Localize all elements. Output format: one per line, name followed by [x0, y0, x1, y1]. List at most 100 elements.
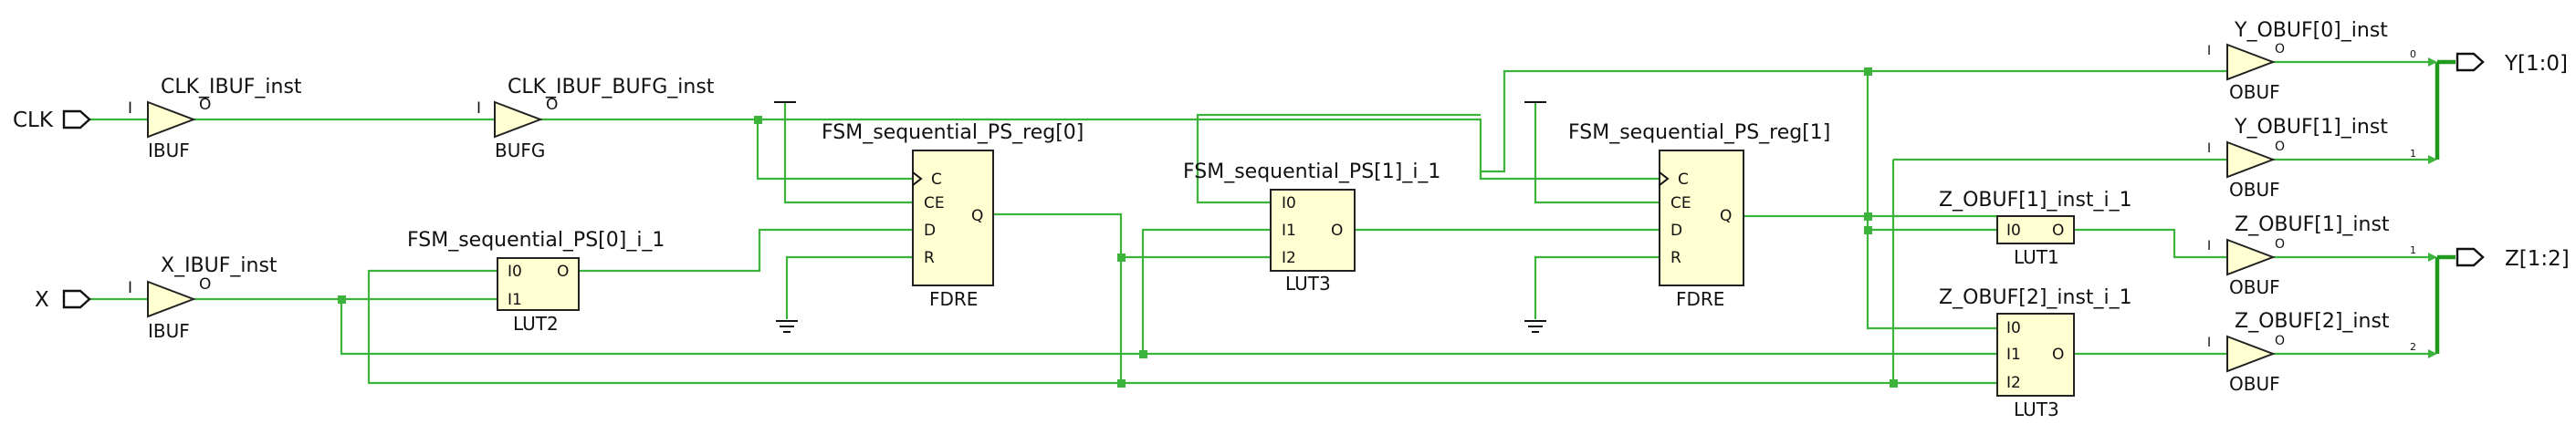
input-port-icon: [62, 289, 91, 309]
net-lut2-to-d0[interactable]: [579, 228, 913, 273]
cell-y1-obuf[interactable]: Y_OBUF[1]_inst I O OBUF: [2207, 116, 2388, 201]
cell-lut3[interactable]: FSM_sequential_PS[1]_i_1 I0 I1 I2 O LUT3: [1183, 160, 1440, 295]
net-ce-reg0[interactable]: [783, 102, 913, 204]
output-port-icon: [2456, 247, 2485, 267]
cell-type: IBUF: [148, 320, 190, 342]
cell-type: OBUF: [2229, 179, 2280, 201]
cell-reg0[interactable]: FSM_sequential_PS_reg[0] C CE D R Q FDRE: [822, 121, 1084, 310]
cell-name: Y_OBUF[0]_inst: [2234, 19, 2388, 42]
cell-name: Z_OBUF[2]_inst: [2235, 310, 2390, 333]
junction-dot: [1117, 254, 1126, 262]
net-ce-reg1[interactable]: [1534, 102, 1660, 204]
buffer-triangle-icon: [2226, 140, 2276, 179]
cell-type: LUT1: [2014, 246, 2059, 268]
cell-name: Z_OBUF[2]_inst_i_1: [1939, 286, 2132, 309]
pin-label: O: [2275, 42, 2285, 57]
bus-bit-z1: 1: [2410, 244, 2416, 256]
port-label-z: Z[1:2]: [2505, 247, 2570, 271]
pin-label: Q: [971, 207, 983, 225]
cell-x-ibuf[interactable]: X_IBUF_inst I O IBUF: [128, 254, 277, 342]
cell-box: [1659, 150, 1744, 286]
pin-label: O: [2052, 346, 2064, 364]
pin-label: I1: [508, 291, 522, 309]
port-x[interactable]: X: [35, 288, 91, 312]
port-label-x: X: [35, 288, 49, 312]
cell-box: [1270, 189, 1356, 272]
pin-label: O: [557, 263, 569, 281]
pin-label: I2: [1282, 249, 1296, 267]
junction-dot: [1139, 350, 1147, 358]
cell-type: LUT3: [2014, 398, 2059, 420]
net-lut3-i2[interactable]: [1141, 228, 1271, 354]
cell-z1-obuf[interactable]: Z_OBUF[1]_inst I O OBUF: [2207, 213, 2390, 298]
bus-tap-icon: [2428, 349, 2437, 358]
pin-label: C: [1678, 171, 1689, 189]
net-r-reg1[interactable]: [1534, 255, 1660, 319]
junction-dot: [1864, 226, 1872, 234]
port-clk[interactable]: CLK: [13, 109, 91, 132]
cell-type: OBUF: [2229, 276, 2280, 298]
power-symbols: [774, 101, 1546, 333]
cell-name: FSM_sequential_PS_reg[0]: [822, 121, 1084, 144]
pin-label: I: [128, 99, 132, 118]
pin-label: I: [2207, 336, 2211, 350]
bus-tap-icon: [2428, 57, 2437, 67]
cell-type: LUT3: [1285, 273, 1331, 295]
pin-label: I0: [2006, 222, 2021, 240]
net-r-reg0[interactable]: [785, 255, 913, 319]
net-clk-bufg-out[interactable]: [540, 118, 1660, 181]
cell-box: [1996, 215, 2075, 244]
ground-symbol: [776, 320, 798, 333]
cell-z2-obuf[interactable]: Z_OBUF[2]_inst I O OBUF: [2207, 310, 2390, 395]
bus-y[interactable]: [2435, 59, 2456, 160]
buffer-triangle-icon: [2226, 238, 2276, 276]
pin-label: I0: [508, 263, 522, 281]
cell-lut3-z2[interactable]: Z_OBUF[2]_inst_i_1 I0 I1 I2 O LUT3: [1939, 286, 2132, 420]
cell-box: [1996, 313, 2075, 397]
pin-label: I: [128, 279, 132, 297]
pin-label: D: [924, 222, 936, 240]
cell-lut1[interactable]: Z_OBUF[1]_inst_i_1 I0 O LUT1: [1939, 189, 2132, 268]
net-x-ibuf-out[interactable]: [194, 297, 1997, 356]
pin-label: I0: [2006, 319, 2021, 337]
pin-label: O: [1331, 222, 1343, 240]
clock-pin-icon: [912, 171, 923, 186]
cell-clk-ibuf[interactable]: CLK_IBUF_inst I O IBUF: [128, 76, 302, 161]
cell-type: FDRE: [929, 288, 978, 310]
pin-label: I0: [1282, 194, 1296, 212]
cell-reg1[interactable]: FSM_sequential_PS_reg[1] C CE D R Q FDRE: [1568, 121, 1830, 310]
pin-label: CE: [1670, 194, 1691, 212]
pin-label: I2: [2006, 374, 2021, 392]
port-y[interactable]: Y[1:0]: [2456, 52, 2568, 76]
nets: [89, 59, 2456, 385]
bus-z[interactable]: [2435, 254, 2456, 354]
cell-box: [912, 150, 994, 286]
buffer-triangle-icon: [494, 100, 543, 139]
pin-label: R: [924, 249, 935, 267]
cell-name: X_IBUF_inst: [161, 254, 277, 277]
bus-bit-y1: 1: [2410, 148, 2416, 160]
net-lut1-out[interactable]: [2074, 228, 2227, 259]
cell-name: FSM_sequential_PS_reg[1]: [1568, 121, 1830, 144]
pin-label: O: [2275, 140, 2285, 154]
buffer-triangle-icon: [147, 280, 196, 318]
cell-type: OBUF: [2229, 373, 2280, 395]
cell-name: FSM_sequential_PS[1]_i_1: [1183, 160, 1440, 183]
bus-bit-y0: 0: [2410, 48, 2416, 60]
cell-y0-obuf[interactable]: Y_OBUF[0]_inst I O OBUF: [2207, 19, 2388, 103]
pin-label: O: [199, 96, 211, 114]
cell-type: IBUF: [148, 140, 190, 161]
net-y1-feed[interactable]: [1891, 158, 2227, 383]
port-z[interactable]: Z[1:2]: [2456, 247, 2570, 271]
net-ps0[interactable]: [367, 212, 1997, 385]
pin-label: O: [2052, 222, 2064, 240]
bus-bit-labels: 0 1 1 2: [2410, 48, 2416, 353]
cell-clk-bufg[interactable]: CLK_IBUF_BUFG_inst I O BUFG: [476, 76, 715, 161]
cell-type: BUFG: [495, 140, 545, 161]
bus-tap-icon: [2428, 253, 2437, 262]
pin-label: Q: [1720, 207, 1732, 225]
net-ps1-fb[interactable]: [1196, 113, 1481, 204]
junction-dot: [1864, 212, 1872, 221]
cell-name: CLK_IBUF_inst: [161, 76, 302, 98]
cell-lut2[interactable]: FSM_sequential_PS[0]_i_1 I0 I1 O LUT2: [407, 229, 665, 335]
